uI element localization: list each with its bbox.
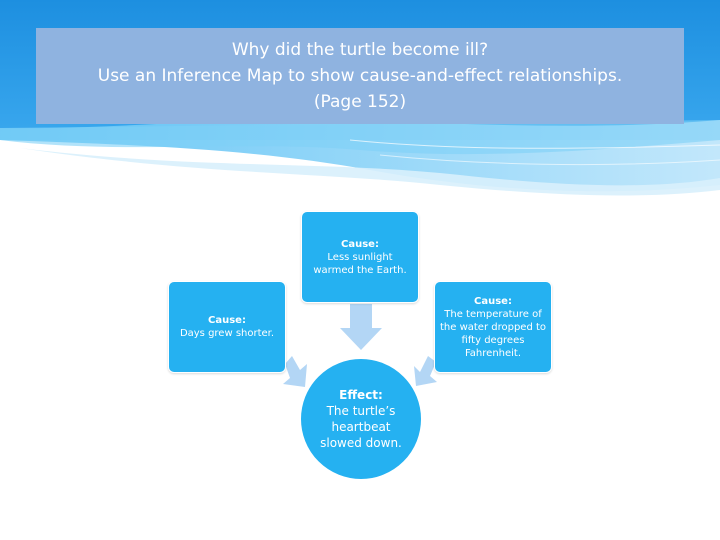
cause-text: Days grew shorter. — [179, 328, 275, 339]
effect-node: Effect: The turtle’s heartbeat slowed do… — [300, 358, 422, 480]
title-line-1: Why did the turtle become ill? — [231, 40, 489, 60]
cause-label: Cause: — [474, 295, 512, 307]
cause-node-temperature: Cause: The temperature of the water drop… — [434, 281, 552, 373]
cause-node-sunlight: Cause: Less sunlight warmed the Earth. — [301, 211, 419, 303]
effect-label: Effect: — [339, 388, 383, 402]
arrow-left-cause — [283, 356, 307, 387]
cause-label: Cause: — [208, 315, 246, 326]
effect-text: The turtle’s heartbeat slowed down. — [320, 404, 402, 450]
cause-label: Cause: — [341, 238, 379, 250]
title-line-3: (Page 152) — [313, 92, 407, 112]
cause-text: Less sunlight warmed the Earth. — [313, 251, 407, 276]
cause-node-days: Cause: Days grew shorter. — [168, 281, 286, 373]
slide-title: Why did the turtle become ill? Use an In… — [36, 28, 684, 124]
title-line-2: Use an Inference Map to show cause-and-e… — [97, 66, 623, 86]
cause-text: The temperature of the water dropped to … — [439, 308, 547, 359]
arrow-down — [340, 304, 382, 350]
